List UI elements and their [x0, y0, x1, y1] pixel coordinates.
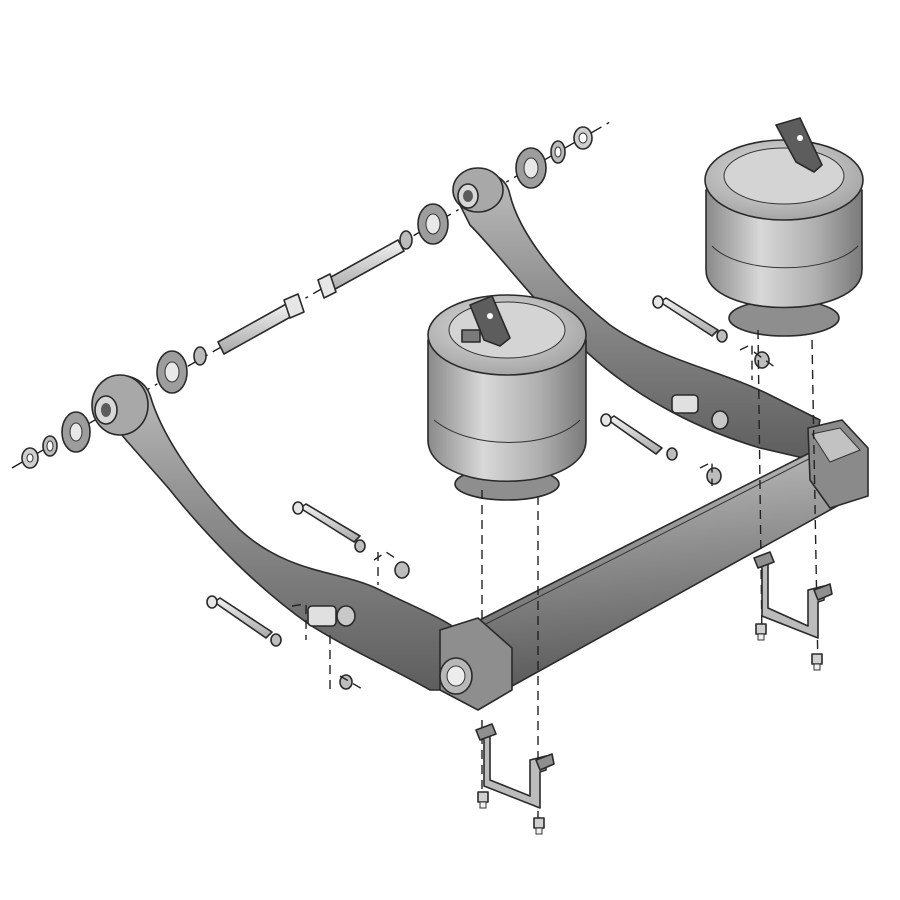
- rear-spring-mount-plate: [775, 117, 823, 173]
- left-trailing-arm: [91, 374, 513, 711]
- rear-pivot-washer-small: [550, 140, 566, 164]
- front-pivot-bolt: [217, 293, 305, 355]
- right-trailing-arm: [452, 167, 821, 461]
- rear-bolt-washers: [666, 329, 770, 485]
- rear-pivot-bushing-inner: [417, 203, 449, 245]
- u-bolt-nuts-rear: [755, 623, 823, 671]
- u-bolt-bracket-rear: [753, 551, 833, 639]
- rear-pivot-nut: [573, 126, 593, 150]
- u-bolt-bracket-front: [475, 723, 555, 809]
- front-pivot-washer-inner: [193, 346, 207, 366]
- beam-end-cap-right: [807, 419, 869, 509]
- mounting-bolt-rear-lower: [600, 413, 663, 455]
- rear-air-spring: [704, 117, 864, 337]
- front-pivot-bushing-outer: [61, 411, 91, 453]
- front-arm-mount-pin: [307, 605, 356, 627]
- rear-arm-mount-pin: [671, 394, 729, 430]
- u-bolt-nuts-front: [477, 791, 545, 835]
- front-air-spring: [427, 294, 587, 501]
- rear-arm-eye: [452, 167, 504, 213]
- mounting-bolt-front-upper: [292, 501, 361, 543]
- front-pivot-nut: [21, 447, 39, 469]
- front-pivot-washer-small: [42, 435, 58, 457]
- beam-end-cap-left: [439, 617, 513, 711]
- front-pivot-bolt-stack: [21, 293, 305, 469]
- rear-pivot-bolt: [317, 239, 405, 299]
- rear-pivot-washer-inner: [399, 230, 413, 250]
- front-spring-mount-plate: [461, 295, 511, 347]
- front-pivot-bushing-inner: [156, 350, 188, 394]
- rear-pivot-bushing-outer: [515, 147, 547, 189]
- rear-pivot-bolt-stack: [317, 126, 593, 299]
- mounting-bolt-rear-upper: [652, 295, 719, 337]
- front-arm-eye: [91, 374, 149, 436]
- mounting-bolt-front-lower: [206, 595, 273, 639]
- front-mounting-bolts: [206, 501, 410, 690]
- rear-mounting-bolts: [600, 295, 770, 485]
